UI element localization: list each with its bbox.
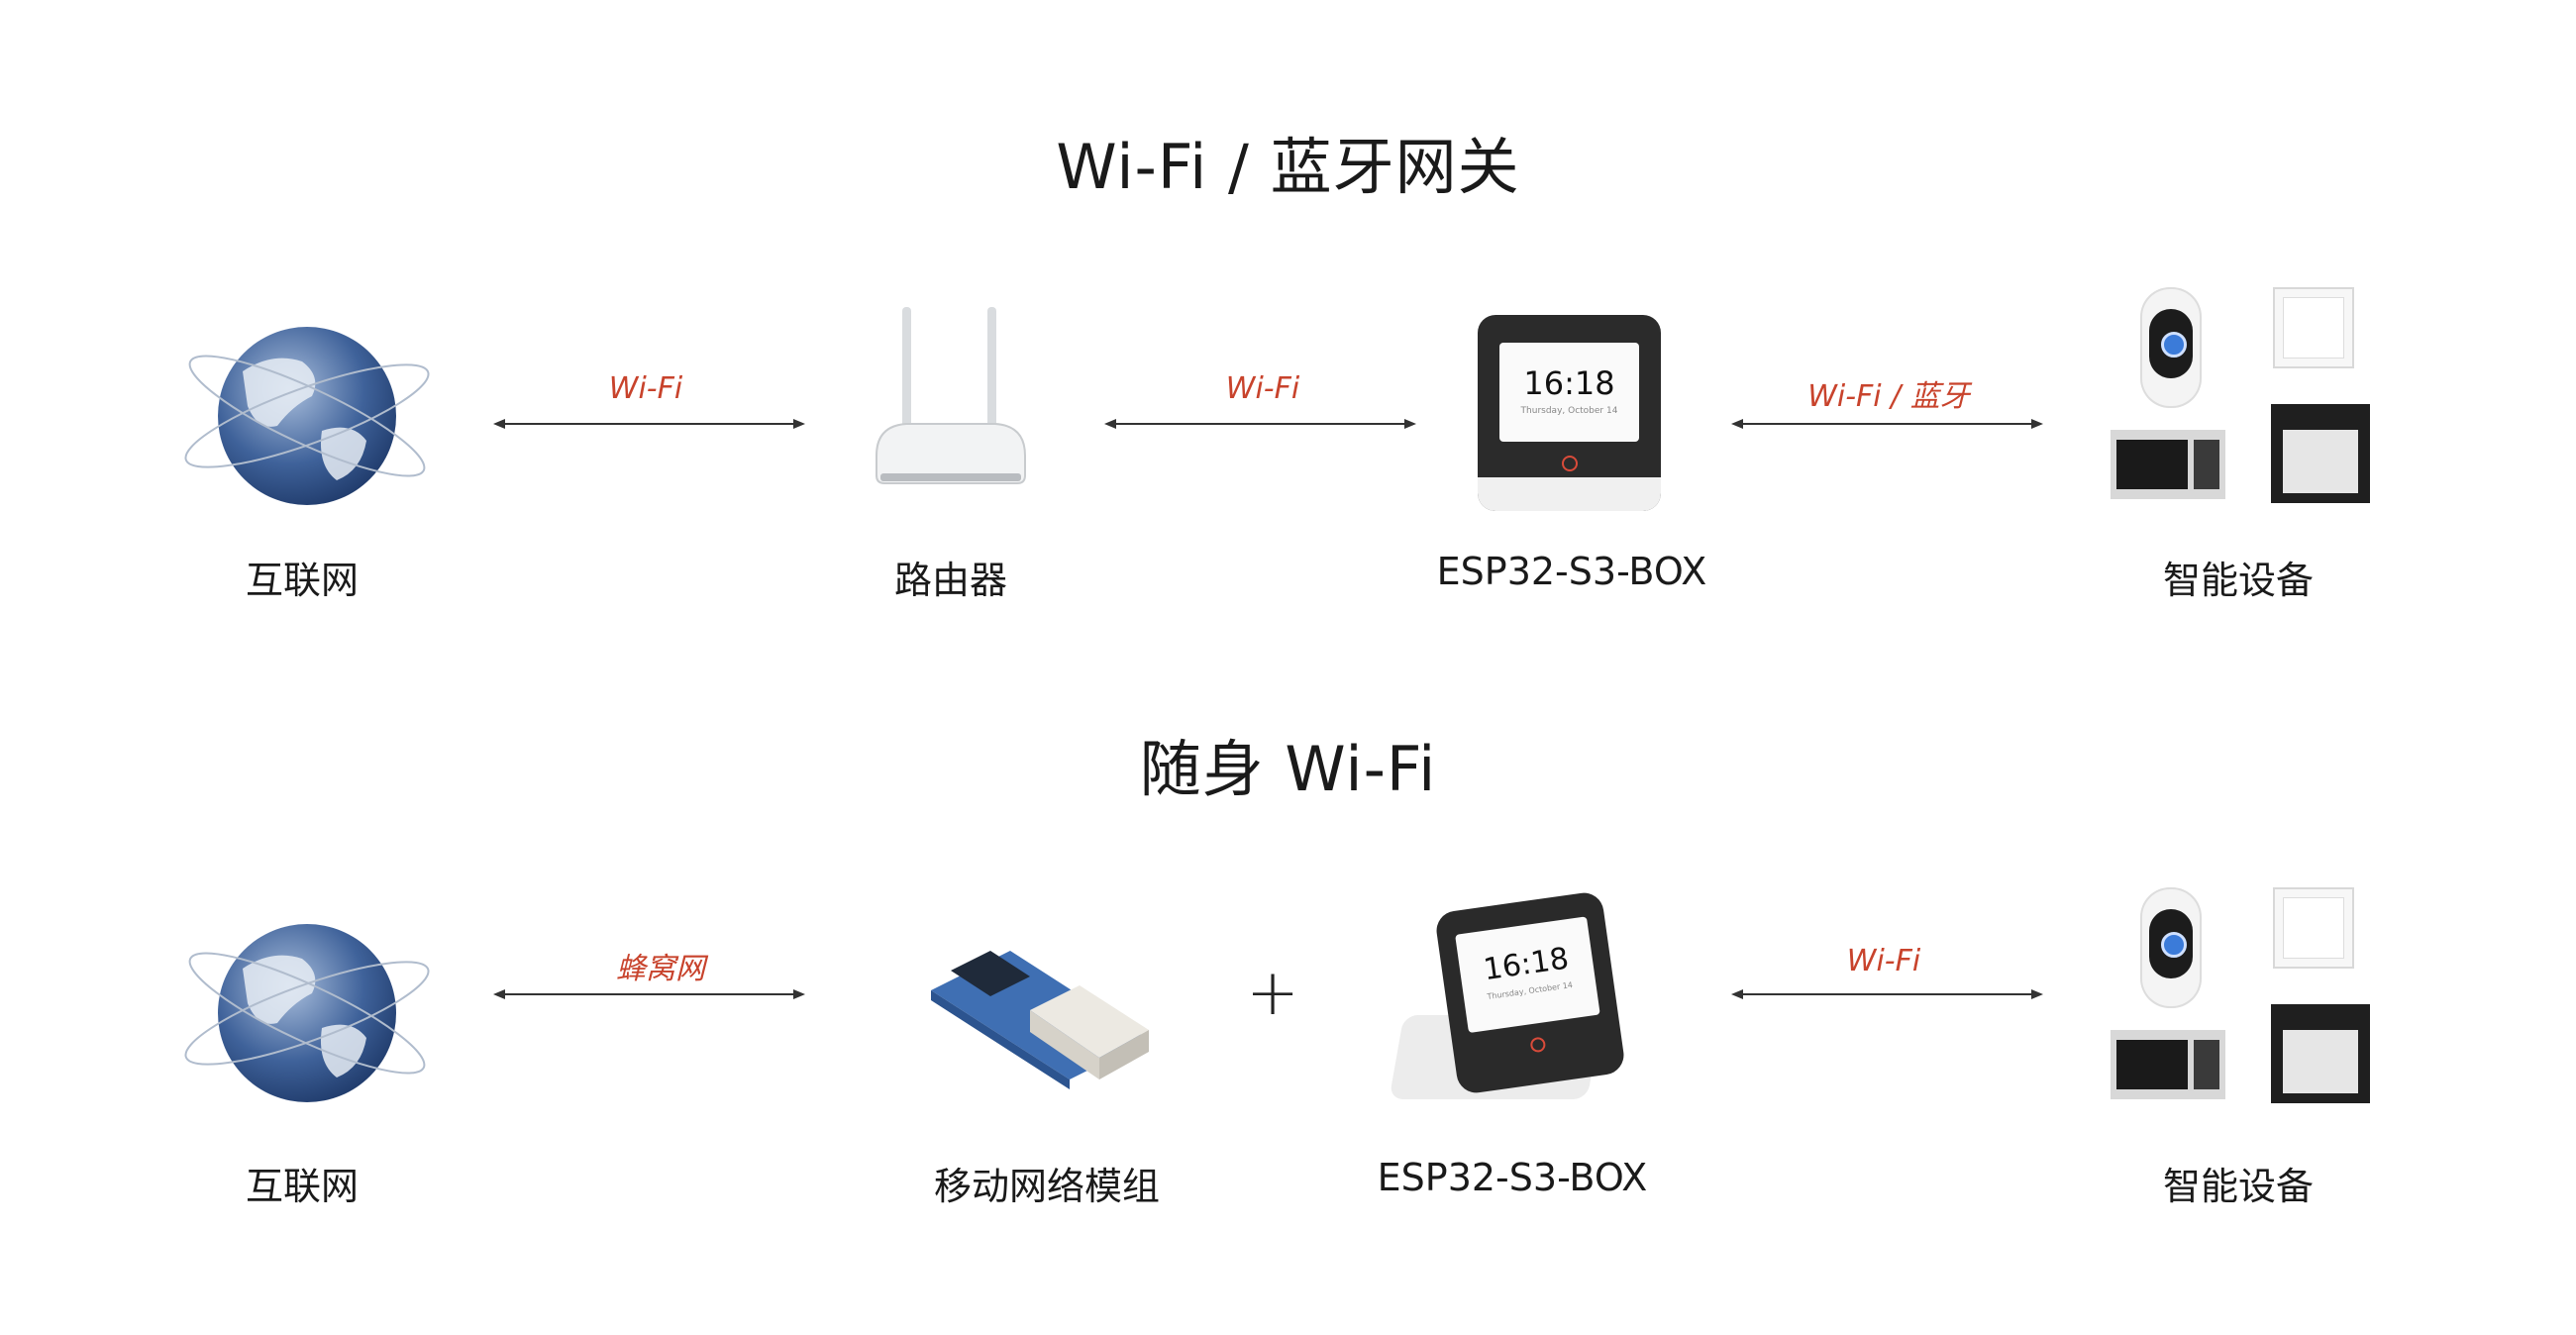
cellular-module-icon [931,951,1149,1089]
node-label-internet: 互联网 [245,559,360,602]
link-arrow [1731,989,2043,999]
microwave-icon [2111,430,2225,499]
node-label-smart-devices: 智能设备 [2162,1165,2315,1208]
smart-devices-group [2105,279,2372,512]
esp32-s3-box-device: 16:18 Thursday, October 14 [1389,890,1627,1114]
node-label-esp32: ESP32-S3-BOX [1436,550,1707,593]
screen-date: Thursday, October 14 [1520,406,1618,416]
link-label-wifi: Wi-Fi [1846,944,1921,978]
coffee-machine-icon [2271,404,2370,503]
link-arrow [1731,419,2043,429]
node-label-cellular-module: 移动网络模组 [933,1165,1161,1208]
device-screen: 16:18 Thursday, October 14 [1499,343,1639,442]
power-icon [1529,1036,1547,1054]
camera-icon [2140,287,2202,408]
link-label-cellular: 蜂窝网 [616,952,705,986]
device-screen: 16:18 Thursday, October 14 [1455,916,1600,1034]
screen-time: 16:18 [1523,364,1615,402]
node-label-internet: 互联网 [245,1165,360,1208]
coffee-machine-icon [2271,1004,2370,1103]
globe-icon [184,924,430,1102]
light-switch-icon [2273,887,2354,969]
link-label-wifi: Wi-Fi [608,371,683,406]
section-title-portable-wifi: 随身 Wi-Fi [1139,733,1437,805]
link-label-wifi-bluetooth: Wi-Fi / 蓝牙 [1807,379,1970,414]
section-title-gateway: Wi-Fi / 蓝牙网关 [1056,131,1520,203]
camera-icon [2140,887,2202,1008]
esp32-s3-box-device: 16:18 Thursday, October 14 [1478,315,1661,511]
router-icon [876,307,1026,484]
link-arrow [493,989,805,999]
power-icon [1562,456,1578,471]
plus-sign: + [1246,957,1299,1030]
link-arrow [493,419,805,429]
node-label-smart-devices: 智能设备 [2162,559,2315,602]
smart-devices-group [2105,879,2372,1112]
microwave-icon [2111,1030,2225,1099]
globe-icon [184,327,430,505]
link-arrow [1104,419,1416,429]
node-label-esp32: ESP32-S3-BOX [1377,1156,1648,1199]
light-switch-icon [2273,287,2354,368]
node-label-router: 路由器 [893,559,1008,602]
link-label-wifi: Wi-Fi [1225,371,1300,406]
